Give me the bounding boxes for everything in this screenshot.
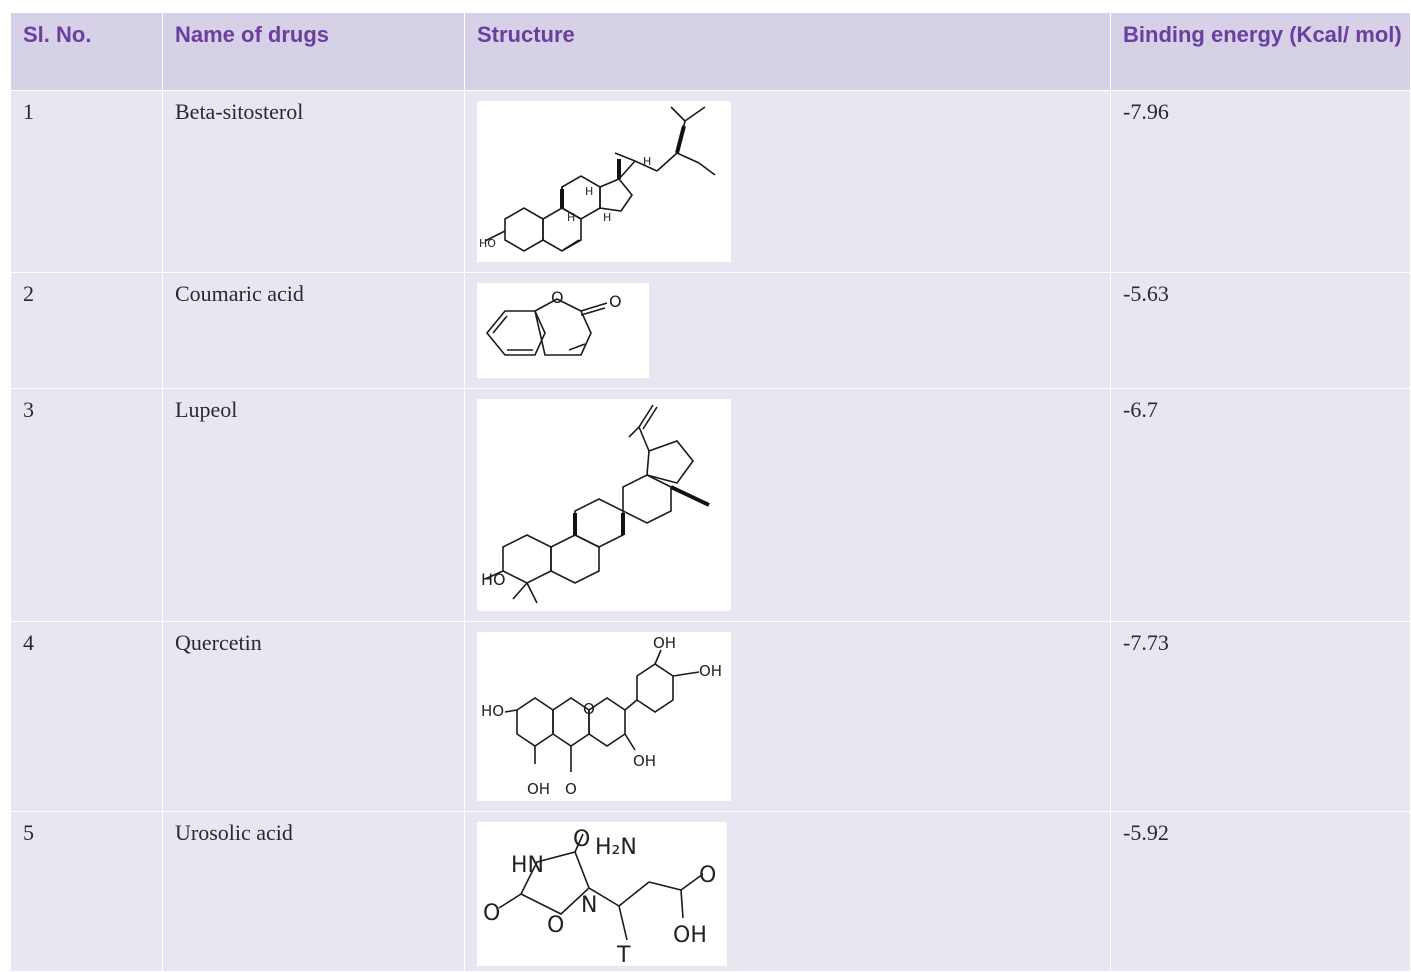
table-row: 2 Coumaric acid O O xyxy=(10,272,1411,389)
coumarin-structure-icon: O O xyxy=(477,283,649,378)
svg-text:O: O xyxy=(483,901,500,926)
svg-text:HO: HO xyxy=(481,570,506,589)
cell-binding-energy: -6.7 xyxy=(1110,388,1411,622)
cell-structure: OH OH HO O OH OH O xyxy=(464,621,1111,812)
header-structure: Structure xyxy=(464,12,1111,91)
table-row: 1 Beta-sitosterol xyxy=(10,90,1411,273)
svg-text:N: N xyxy=(581,893,597,918)
docking-results-table: Sl. No. Name of drugs Structure Binding … xyxy=(10,12,1411,972)
table-row: 5 Urosolic acid O HN xyxy=(10,811,1411,972)
svg-text:O: O xyxy=(551,288,564,307)
svg-text:T: T xyxy=(616,943,631,966)
svg-text:HO: HO xyxy=(479,237,496,250)
svg-text:H₂N: H₂N xyxy=(595,835,637,860)
cell-sl: 4 xyxy=(10,621,163,812)
svg-text:OH: OH xyxy=(527,780,550,798)
header-sl-no: Sl. No. xyxy=(10,12,163,91)
svg-text:O: O xyxy=(583,700,595,718)
cell-drug-name: Beta-sitosterol xyxy=(162,90,465,273)
svg-text:O: O xyxy=(547,913,564,938)
header-binding-energy: Binding energy (Kcal/ mol) xyxy=(1110,12,1411,91)
svg-text:H: H xyxy=(643,155,651,168)
cell-binding-energy: -5.92 xyxy=(1110,811,1411,972)
svg-text:O: O xyxy=(573,827,590,852)
svg-text:H: H xyxy=(567,211,575,224)
table-row: 3 Lupeol xyxy=(10,388,1411,622)
svg-text:OH: OH xyxy=(699,662,722,680)
svg-text:OH: OH xyxy=(673,923,707,948)
cell-structure: O HN H₂N O N O O OH T xyxy=(464,811,1111,972)
table-header-row: Sl. No. Name of drugs Structure Binding … xyxy=(10,12,1411,91)
cell-drug-name: Quercetin xyxy=(162,621,465,812)
svg-text:HN: HN xyxy=(511,853,544,878)
cell-sl: 3 xyxy=(10,388,163,622)
svg-text:H: H xyxy=(585,185,593,198)
svg-text:OH: OH xyxy=(653,634,676,652)
cell-drug-name: Coumaric acid xyxy=(162,272,465,389)
svg-text:HO: HO xyxy=(481,702,504,720)
svg-text:H: H xyxy=(603,211,611,224)
cell-binding-energy: -7.73 xyxy=(1110,621,1411,812)
cell-drug-name: Lupeol xyxy=(162,388,465,622)
table-caption-cutoff xyxy=(0,0,1411,12)
svg-text:O: O xyxy=(699,863,716,888)
svg-text:O: O xyxy=(565,780,577,798)
lupeol-structure-icon: HO xyxy=(477,399,731,611)
svg-text:OH: OH xyxy=(633,752,656,770)
cell-binding-energy: -7.96 xyxy=(1110,90,1411,273)
header-name-of-drugs: Name of drugs xyxy=(162,12,465,91)
cell-structure: O O xyxy=(464,272,1111,389)
cell-sl: 5 xyxy=(10,811,163,972)
cell-drug-name: Urosolic acid xyxy=(162,811,465,972)
urosolic-acid-structure-icon: O HN H₂N O N O O OH T xyxy=(477,822,727,966)
cell-structure: HO H H H H xyxy=(464,90,1111,273)
cell-sl: 1 xyxy=(10,90,163,273)
cell-sl: 2 xyxy=(10,272,163,389)
beta-sitosterol-structure-icon: HO H H H H xyxy=(477,101,731,262)
quercetin-structure-icon: OH OH HO O OH OH O xyxy=(477,632,731,801)
cell-binding-energy: -5.63 xyxy=(1110,272,1411,389)
svg-text:O: O xyxy=(609,292,622,311)
cell-structure: HO xyxy=(464,388,1111,622)
table-row: 4 Quercetin xyxy=(10,621,1411,812)
